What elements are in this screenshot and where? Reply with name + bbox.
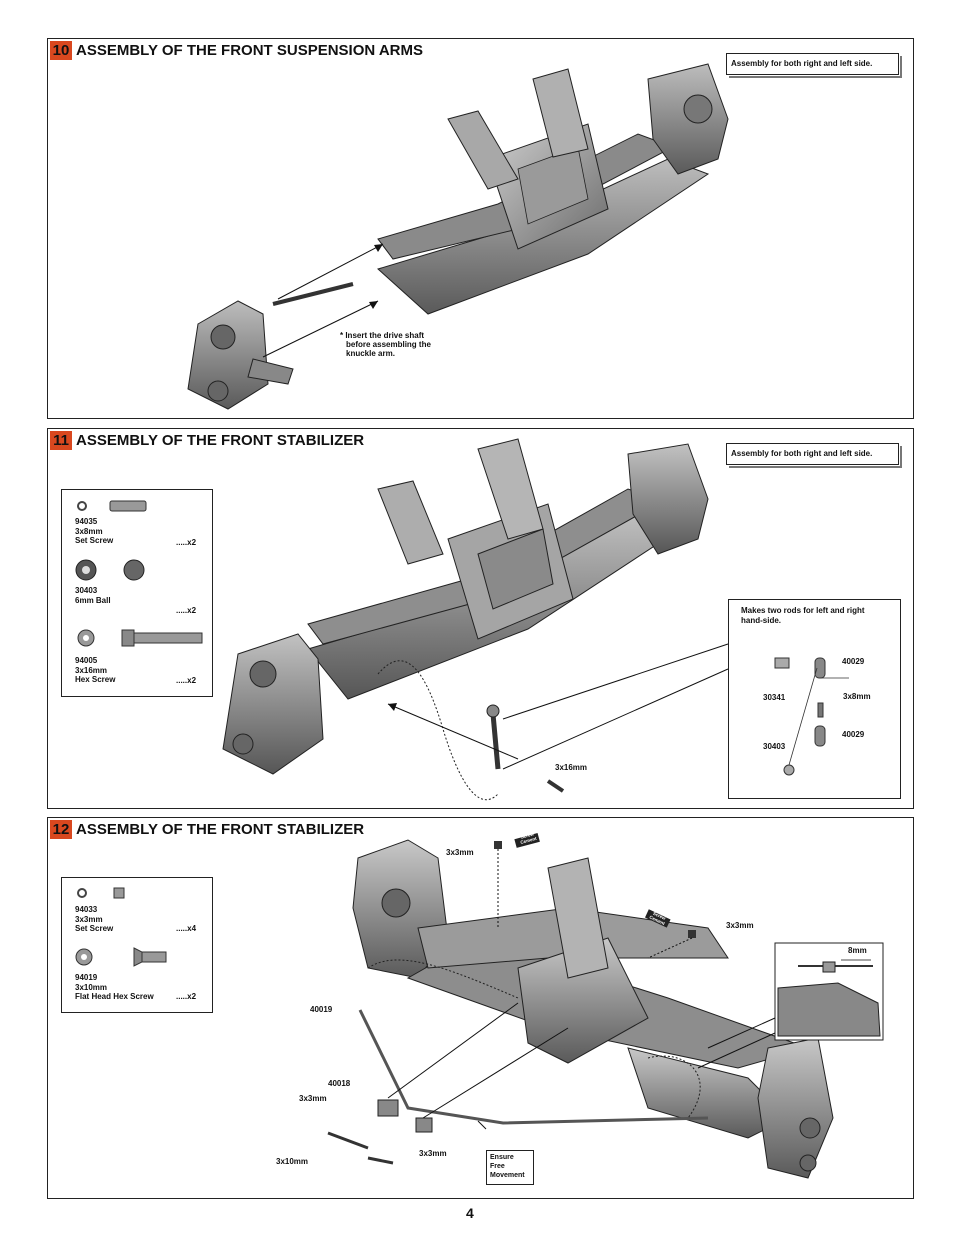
screw-size-label: 3x16mm (555, 763, 588, 772)
part-code: 94035 (75, 517, 98, 526)
step-title: ASSEMBLY OF THE FRONT SUSPENSION ARMS (76, 42, 423, 59)
ensure-text: Ensure Free Movement (490, 1153, 530, 1180)
ensure-free-movement-box: Ensure Free Movement (486, 1150, 534, 1185)
callout-line-2: before assembling the (346, 340, 431, 349)
part-size: 3x10mm (75, 982, 108, 992)
parts-icons (75, 500, 203, 647)
step-number: 12 (50, 820, 72, 839)
part-name: Hex Screw (75, 675, 116, 684)
step-title: ASSEMBLY OF THE FRONT STABILIZER (76, 432, 365, 449)
part-code: 30403 (75, 586, 98, 595)
callout-line-1: * Insert the drive shaft (340, 331, 425, 340)
part-qty: .....x2 (176, 676, 197, 685)
step-10-panel: 10 ASSEMBLY OF THE FRONT SUSPENSION ARMS… (47, 38, 914, 419)
label-bar-40019: 40019 (310, 1005, 333, 1014)
part-size: 6mm Ball (75, 595, 111, 605)
part-qty: .....x2 (176, 992, 197, 1001)
part-name: Set Screw (75, 536, 114, 545)
label-bottom-setscrew: 3x3mm (419, 1149, 447, 1158)
page-number: 4 (466, 1205, 474, 1221)
part-name: Set Screw (75, 924, 114, 933)
label-mount-40018: 40018 (328, 1079, 351, 1088)
label-30403: 30403 (763, 742, 786, 751)
label-flat-screw: 3x10mm (276, 1157, 309, 1166)
part-qty: .....x2 (176, 606, 197, 615)
part-size: 3x3mm (75, 914, 103, 924)
label-40029-bottom: 40029 (842, 730, 865, 739)
part-qty: .....x4 (176, 924, 197, 933)
label-30341: 30341 (763, 693, 786, 702)
stabilizer-install-illustration (327, 833, 884, 1179)
part-qty: .....x2 (176, 538, 197, 547)
label-left-setscrew: 3x3mm (299, 1094, 327, 1103)
step-11-panel: 11 ASSEMBLY OF THE FRONT STABILIZER Asse… (47, 428, 914, 809)
part-94005: 94005 3x16mm Hex Screw (75, 656, 115, 685)
part-name: Flat Head Hex Screw (75, 992, 154, 1001)
rod-detail-box: Makes two rods for left and right hand-s… (728, 599, 901, 799)
label-40029-top: 40029 (842, 657, 865, 666)
part-94035: 94035 3x8mm Set Screw (75, 517, 113, 546)
callout-line-3: knuckle arm. (346, 349, 395, 358)
ensure-line: Ensure (490, 1154, 514, 1161)
label-right-setscrew: 3x3mm (726, 921, 754, 930)
part-size: 3x8mm (75, 526, 103, 536)
parts-list-box: 94033 3x3mm Set Screw .....x4 94019 3x10… (61, 877, 213, 1013)
label-top-setscrew: 3x3mm (446, 848, 474, 857)
step-number: 11 (50, 431, 72, 450)
step-number: 10 (50, 41, 72, 60)
parts-list-box: 94035 3x8mm Set Screw .....x2 30403 6mm … (61, 489, 213, 697)
step-12-panel: 12 ASSEMBLY OF THE FRONT STABILIZER 9403… (47, 817, 914, 1199)
part-94033: 94033 3x3mm Set Screw (75, 905, 113, 934)
part-code: 94033 (75, 905, 98, 914)
ensure-line: Free (490, 1163, 505, 1170)
label-3x8mm: 3x8mm (843, 692, 871, 701)
detail-title: Makes two rods for left and right hand-s… (741, 606, 865, 625)
rod-parts-icons (774, 657, 849, 776)
parts-icons (75, 887, 167, 967)
suspension-arms-illustration (187, 63, 729, 410)
ensure-line: Movement (490, 1172, 525, 1179)
step-title: ASSEMBLY OF THE FRONT STABILIZER (76, 821, 365, 838)
part-94019: 94019 3x10mm Flat Head Hex Screw (75, 973, 154, 1002)
part-size: 3x16mm (75, 665, 108, 675)
detail-title-line: Makes two rods for left and right (741, 606, 865, 615)
part-code: 94019 (75, 973, 98, 982)
part-30403: 30403 6mm Ball (75, 586, 111, 605)
label-inset-dim: 8mm (848, 946, 867, 955)
detail-title-line: hand-side. (741, 615, 782, 625)
stabilizer-illustration (222, 438, 729, 801)
part-code: 94005 (75, 656, 98, 665)
